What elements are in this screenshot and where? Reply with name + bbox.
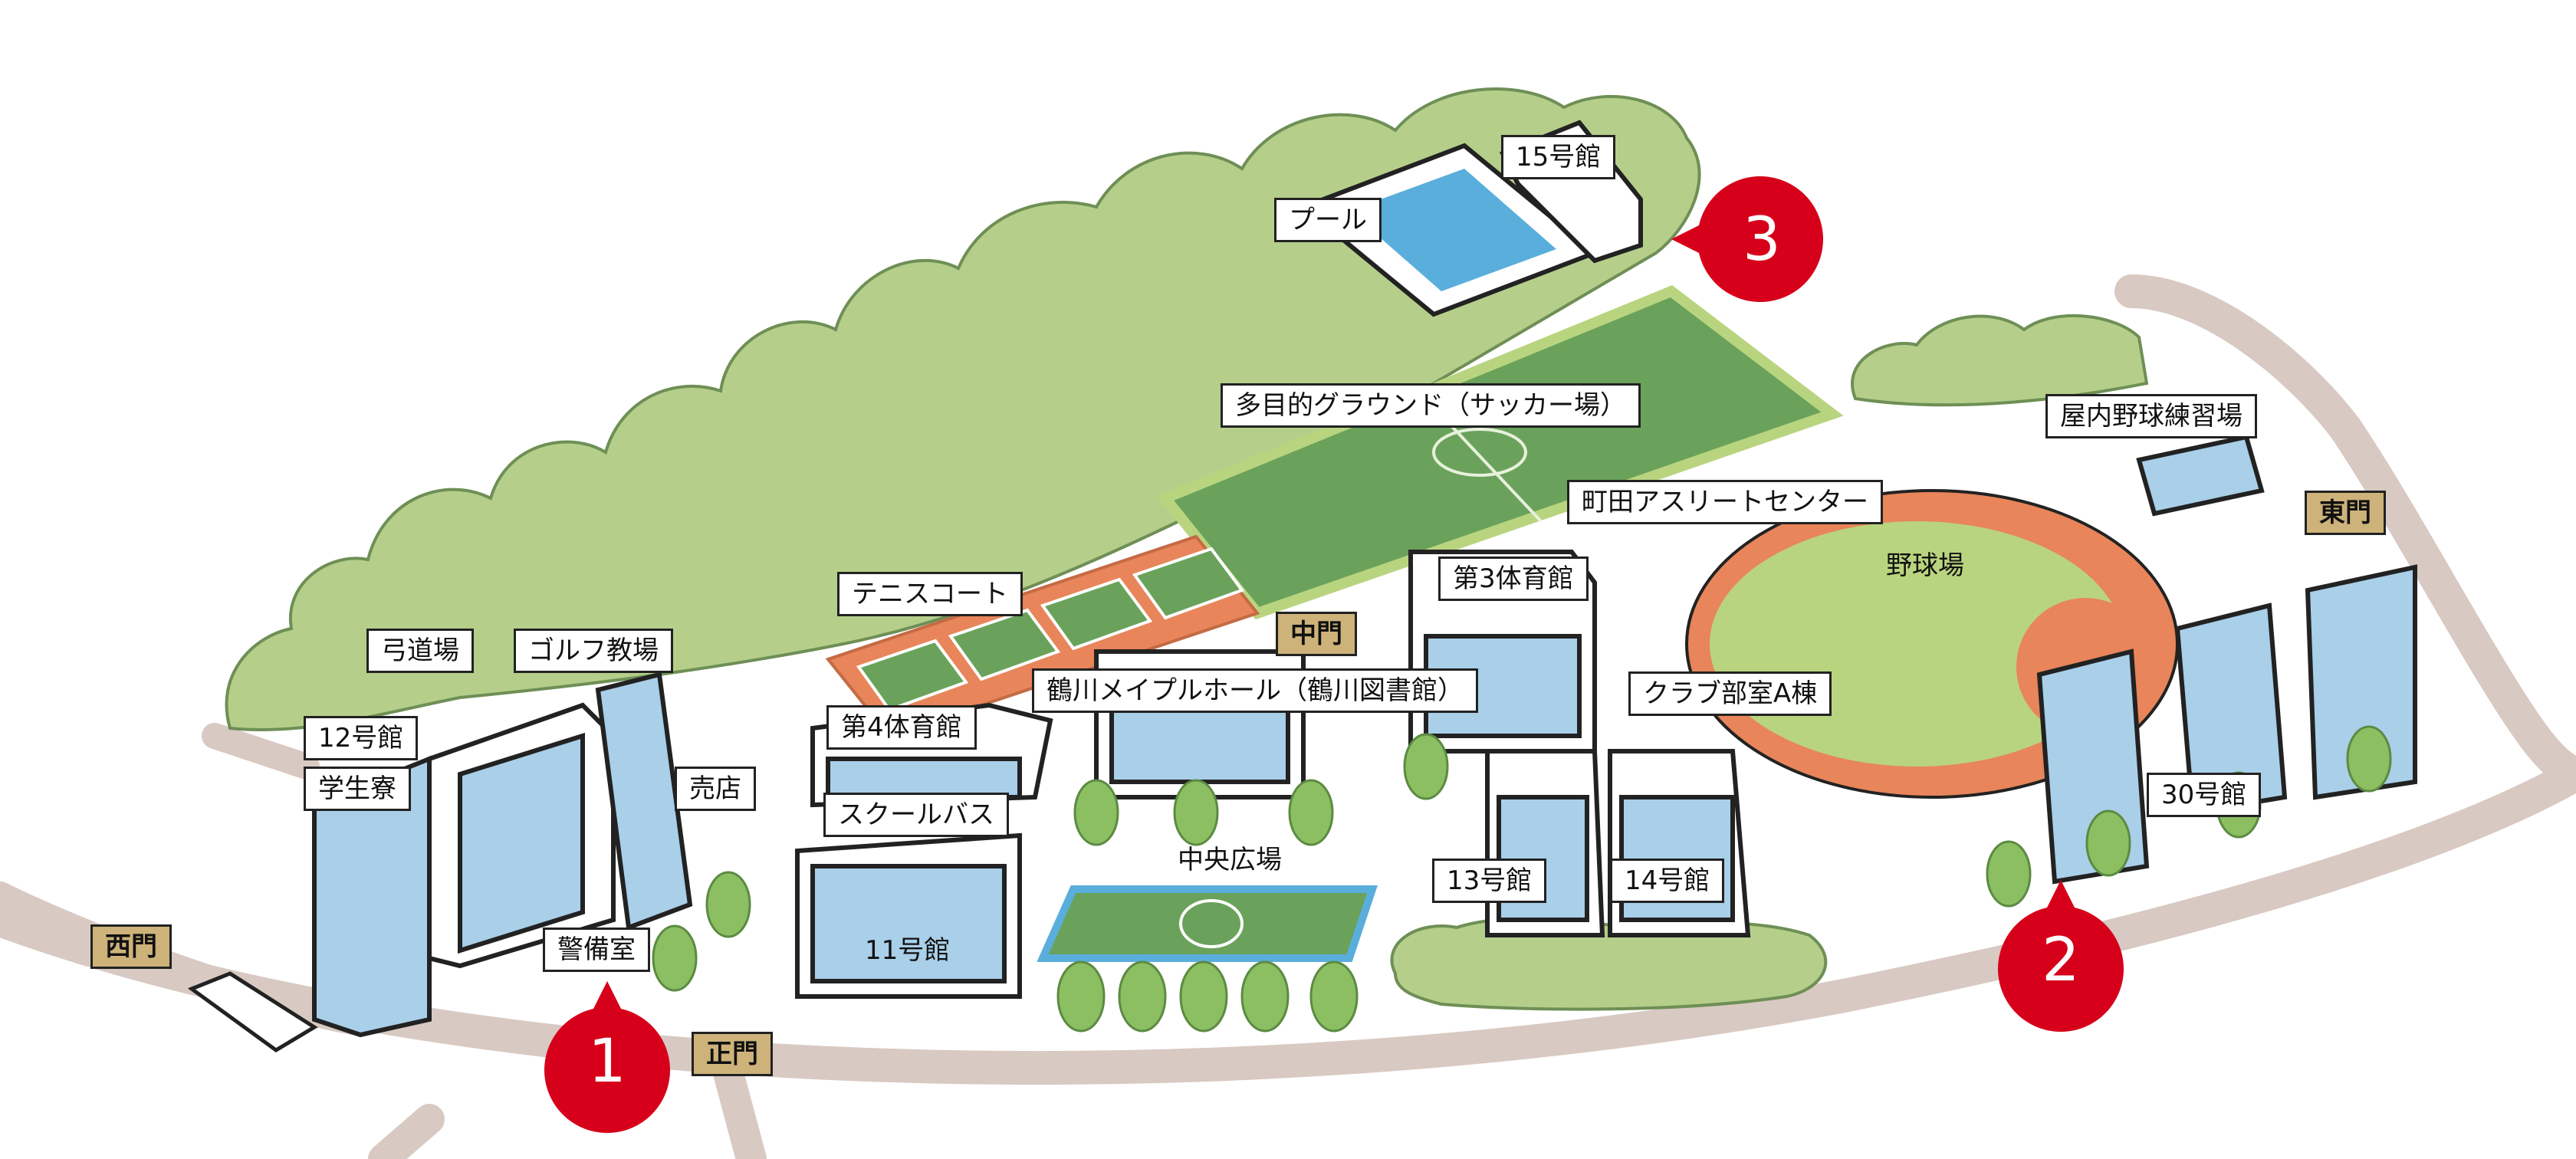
label-pool: プール xyxy=(1274,198,1382,242)
west-gate-shed xyxy=(187,971,318,1052)
label-building30: 30号館 xyxy=(2147,773,2262,817)
label-central-plaza: 中央広場 xyxy=(1178,845,1282,875)
map-pin-icon xyxy=(1671,176,1823,302)
marker-3[interactable]: 3 xyxy=(1671,176,1825,302)
label-building13: 13号館 xyxy=(1432,859,1547,903)
roads xyxy=(0,274,2576,1159)
label-baseball: 野球場 xyxy=(1886,550,1964,581)
label-building12: 12号館 xyxy=(304,716,419,760)
label-gym3: 第3体育館 xyxy=(1438,557,1589,601)
label-dorm: 学生寮 xyxy=(304,767,411,811)
marker-2[interactable]: 2 xyxy=(1998,880,2124,1033)
label-indoor-baseball: 屋内野球練習場 xyxy=(2045,394,2257,438)
label-multi-ground: 多目的グラウンド（サッカー場） xyxy=(1221,383,1641,428)
map-pin-icon xyxy=(544,981,670,1133)
label-building14: 14号館 xyxy=(1610,859,1725,903)
marker-2-number: 2 xyxy=(2042,926,2080,995)
tree-rows xyxy=(652,725,2392,1033)
label-tennis: テニスコート xyxy=(837,572,1023,616)
label-club-a: クラブ部室A棟 xyxy=(1628,671,1832,716)
label-kyudo: 弓道場 xyxy=(366,629,474,673)
label-maple-hall: 鶴川メイプルホール（鶴川図書館） xyxy=(1032,668,1478,713)
gate-west: 西門 xyxy=(90,924,172,969)
label-building11: 11号館 xyxy=(865,935,951,966)
label-security: 警備室 xyxy=(543,928,650,972)
gate-middle: 中門 xyxy=(1276,612,1357,656)
label-golf: ゴルフ教場 xyxy=(514,629,673,673)
label-school-bus: スクールバス xyxy=(823,793,1009,837)
marker-3-number: 3 xyxy=(1743,205,1781,274)
marker-1-number: 1 xyxy=(588,1027,626,1096)
tennis-courts xyxy=(825,534,1260,738)
label-building15: 15号館 xyxy=(1501,135,1616,179)
gate-east: 東門 xyxy=(2305,491,2386,535)
central-plaza-field xyxy=(1037,885,1378,962)
map-pin-icon xyxy=(1998,880,2124,1032)
marker-1[interactable]: 1 xyxy=(544,981,670,1134)
forest xyxy=(225,87,2149,1011)
label-gym4: 第4体育館 xyxy=(826,705,977,750)
label-shop: 売店 xyxy=(675,767,756,811)
gate-main: 正門 xyxy=(692,1032,773,1076)
label-athlete-center: 町田アスリートセンター xyxy=(1567,480,1883,524)
